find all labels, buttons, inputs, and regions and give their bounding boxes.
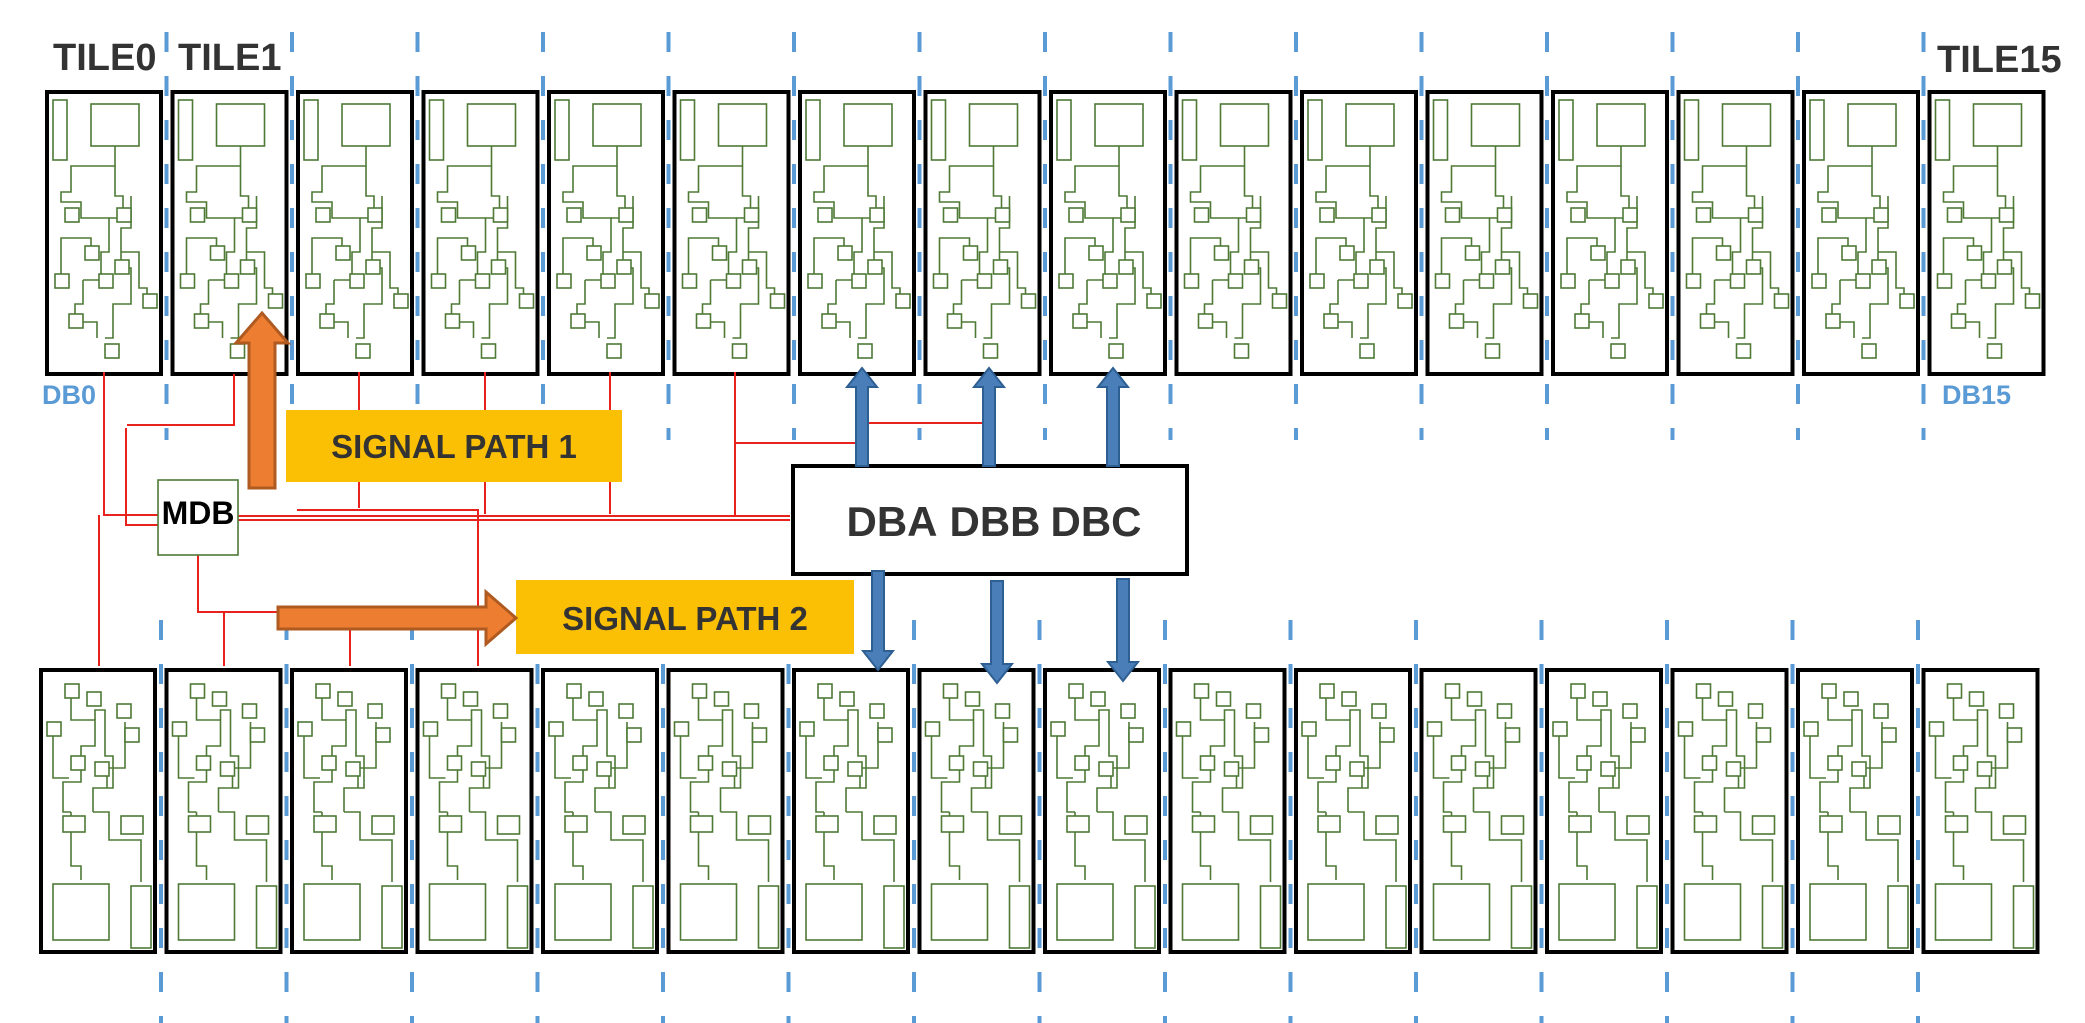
upper-tile bbox=[1676, 90, 1795, 376]
tile-frame bbox=[1927, 90, 2046, 376]
tile-frame bbox=[1545, 668, 1663, 954]
upper-tile bbox=[1802, 90, 1920, 376]
signal-path-2-box bbox=[516, 580, 854, 654]
signal-path-1: SIGNAL PATH 1 bbox=[232, 310, 622, 490]
signal-path-2: SIGNAL PATH 2 bbox=[276, 580, 854, 654]
tile-frame bbox=[798, 90, 916, 376]
tile-frame bbox=[923, 90, 1042, 376]
tile-frame bbox=[39, 668, 157, 954]
signal-path-1-box bbox=[286, 410, 622, 482]
lower-tile bbox=[1294, 668, 1412, 954]
tile-frame bbox=[1300, 90, 1418, 376]
tile-frame bbox=[1921, 668, 2040, 954]
tile-frame bbox=[541, 668, 659, 954]
upper-tile bbox=[1174, 90, 1293, 376]
mdb-block: MDB bbox=[157, 479, 239, 556]
lower-tile bbox=[290, 668, 408, 954]
tile-frame bbox=[666, 668, 785, 954]
lower-tile bbox=[917, 668, 1036, 954]
tile-frame bbox=[164, 668, 283, 954]
tile-frame bbox=[1796, 668, 1914, 954]
signal-path-1-arrow bbox=[232, 310, 292, 490]
upper-tile-row bbox=[45, 90, 2046, 376]
upper-tile bbox=[672, 90, 791, 376]
dbb-down-arrow bbox=[979, 580, 1015, 685]
tile-frame bbox=[415, 668, 534, 954]
dba-up-arrow bbox=[844, 366, 880, 467]
dba-down-arrow bbox=[860, 570, 896, 672]
signal-path-2-arrow bbox=[276, 588, 519, 648]
upper-tile bbox=[798, 90, 916, 376]
tile-frame bbox=[421, 90, 540, 376]
lower-tile bbox=[39, 668, 157, 954]
tile-frame bbox=[1294, 668, 1412, 954]
upper-tile bbox=[1425, 90, 1544, 376]
upper-tile bbox=[923, 90, 1042, 376]
db15-label: DB15 bbox=[1942, 380, 2011, 410]
upper-tile bbox=[1049, 90, 1167, 376]
dbb-up-arrow bbox=[971, 366, 1007, 467]
tile-frame bbox=[1802, 90, 1920, 376]
tile-frame bbox=[1676, 90, 1795, 376]
upper-tile bbox=[547, 90, 665, 376]
dbc-down-arrow bbox=[1105, 578, 1141, 683]
upper-tile bbox=[1551, 90, 1669, 376]
tile-frame bbox=[1049, 90, 1167, 376]
lower-tile bbox=[1545, 668, 1663, 954]
lower-tile bbox=[1419, 668, 1538, 954]
tile0-label: TILE0 bbox=[53, 37, 156, 79]
tile-frame bbox=[1425, 90, 1544, 376]
tile-frame bbox=[1670, 668, 1789, 954]
tile-frame bbox=[290, 668, 408, 954]
tile-frame bbox=[1551, 90, 1669, 376]
db-bus-arrows bbox=[844, 366, 1141, 685]
lower-tile bbox=[1670, 668, 1789, 954]
lower-tile bbox=[1043, 668, 1161, 954]
lower-tile bbox=[541, 668, 659, 954]
mdb-box bbox=[157, 479, 239, 556]
tile-frame bbox=[1043, 668, 1161, 954]
tile-frame bbox=[45, 90, 163, 376]
dbb-label: DBB bbox=[950, 498, 1041, 545]
lower-tile bbox=[792, 668, 910, 954]
lower-tile bbox=[1796, 668, 1914, 954]
db-switch-box bbox=[791, 464, 1189, 576]
dba-dbb-dbc-block: DBA DBB DBC bbox=[791, 464, 1189, 576]
tile-frame bbox=[917, 668, 1036, 954]
upper-tile bbox=[296, 90, 414, 376]
tile15-label: TILE15 bbox=[1937, 39, 2062, 81]
tile-frame bbox=[792, 668, 910, 954]
lower-tile-row bbox=[39, 668, 2040, 954]
tile-frame bbox=[547, 90, 665, 376]
lower-tile bbox=[1168, 668, 1287, 954]
tile-frame bbox=[1174, 90, 1293, 376]
tile-frame bbox=[1168, 668, 1287, 954]
lower-tile bbox=[1921, 668, 2040, 954]
mdb-label: MDB bbox=[162, 495, 235, 531]
upper-tile bbox=[45, 90, 163, 376]
tile-frame bbox=[296, 90, 414, 376]
dba-label: DBA bbox=[847, 498, 938, 545]
dbc-up-arrow bbox=[1095, 366, 1131, 467]
tile-frame bbox=[1419, 668, 1538, 954]
tile-frame bbox=[672, 90, 791, 376]
lower-tile bbox=[666, 668, 785, 954]
signal-path-2-label: SIGNAL PATH 2 bbox=[562, 600, 808, 637]
tile1-label: TILE1 bbox=[178, 37, 281, 79]
upper-tile bbox=[1927, 90, 2046, 376]
signal-path-1-label: SIGNAL PATH 1 bbox=[331, 428, 577, 465]
upper-tile bbox=[1300, 90, 1418, 376]
lower-tile bbox=[415, 668, 534, 954]
dbc-label: DBC bbox=[1051, 498, 1142, 545]
lower-tile bbox=[164, 668, 283, 954]
db0-label: DB0 bbox=[42, 380, 96, 410]
upper-tile bbox=[421, 90, 540, 376]
